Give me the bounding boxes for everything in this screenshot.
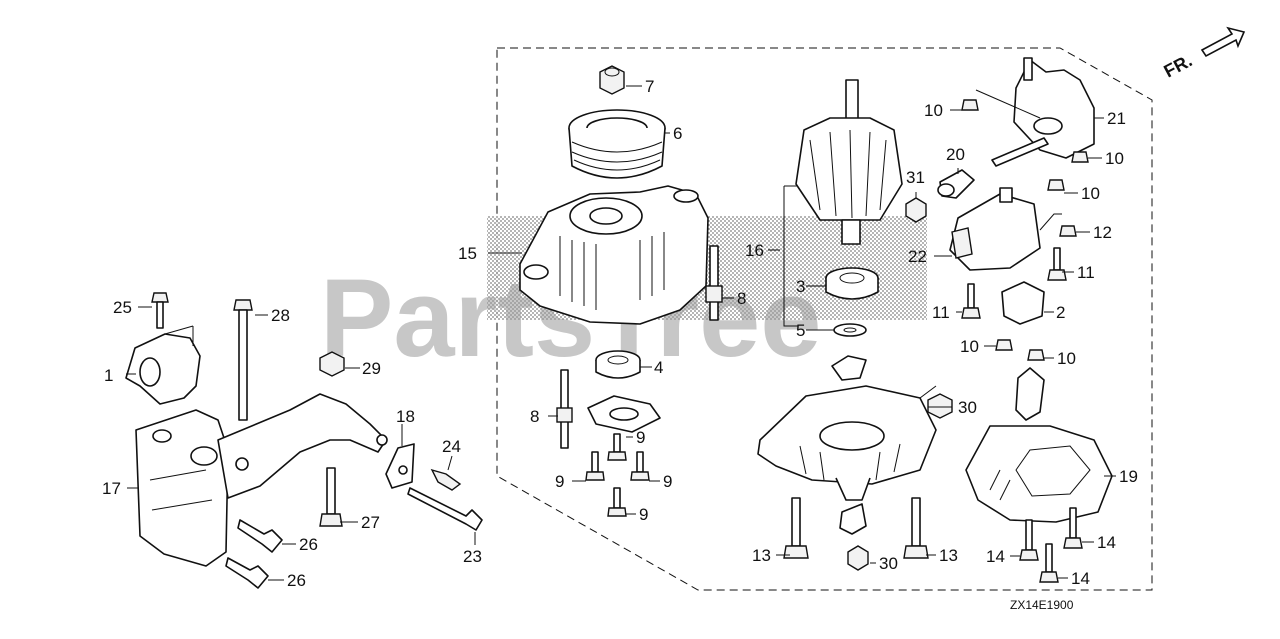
callout-10-c: 10 [1081, 184, 1100, 203]
part-3-bearing [825, 267, 879, 300]
callout-7: 7 [645, 77, 654, 96]
part-17-arm [217, 393, 388, 499]
part-rear-housing [757, 385, 937, 501]
part-21-brush-holder [991, 57, 1095, 167]
callout-26-b: 26 [287, 571, 306, 590]
callout-24: 24 [442, 437, 461, 456]
part-11-12-screws [961, 225, 1077, 319]
part-2-terminal [1001, 281, 1045, 325]
part-23-bolt [407, 487, 483, 531]
part-6-pulley [568, 109, 666, 179]
callout-10-d: 10 [960, 337, 979, 356]
part-30-nut-lower [847, 545, 869, 571]
part-13-bolts [783, 497, 929, 559]
front-direction-label: FR. [1160, 50, 1195, 81]
callout-15: 15 [458, 244, 477, 263]
callout-10-a: 10 [924, 101, 943, 120]
callout-20: 20 [946, 145, 965, 164]
callout-25: 25 [113, 298, 132, 317]
callout-19: 19 [1119, 467, 1138, 486]
callout-11-a: 11 [1077, 263, 1095, 282]
callout-9-c: 9 [663, 472, 672, 491]
assembly-boundary [496, 47, 1153, 591]
callout-16: 16 [745, 241, 764, 260]
callout-10-e: 10 [1057, 349, 1076, 368]
callout-9-b: 9 [555, 472, 564, 491]
callout-3: 3 [796, 277, 805, 296]
callout-6: 6 [673, 124, 682, 143]
front-arrow-icon [1200, 26, 1246, 58]
part-26-bolt-a [237, 519, 283, 553]
part-5-spacer [833, 323, 867, 337]
callout-22: 22 [908, 247, 927, 266]
part-30-nut-upper [927, 393, 953, 419]
part-bearing-retainer [587, 395, 661, 433]
callout-14-b: 14 [1097, 533, 1116, 552]
part-4-bearing [595, 350, 641, 379]
part-mount-tab [1015, 367, 1045, 421]
callout-1: 1 [104, 366, 113, 385]
callout-28: 28 [271, 306, 290, 325]
part-24-bolt [430, 468, 462, 491]
callout-8-upper: 8 [737, 289, 746, 308]
callout-17: 17 [102, 479, 121, 498]
callout-21: 21 [1107, 109, 1126, 128]
leader-lines [126, 85, 1116, 581]
part-20-bushing [937, 169, 975, 199]
callout-9-a: 9 [636, 428, 645, 447]
part-8-stud-upper [705, 245, 723, 321]
callout-2: 2 [1056, 303, 1065, 322]
part-10-screws [961, 99, 1089, 361]
part-9-screws [585, 433, 650, 517]
part-31-nut [905, 197, 927, 223]
callout-labels: 1 2 3 4 5 6 7 8 8 9 9 9 9 10 10 10 10 10… [102, 77, 1138, 590]
callout-13-a: 13 [752, 546, 771, 565]
callout-11-b: 11 [932, 303, 950, 322]
part-1-stay [125, 325, 201, 405]
part-28-bolt [233, 299, 253, 421]
part-14-bolts [1019, 507, 1083, 583]
part-clip [831, 355, 867, 381]
part-bracket-small [839, 503, 867, 535]
part-29-nut [319, 351, 345, 377]
callout-12: 12 [1093, 223, 1112, 242]
part-16-rotor [795, 79, 903, 245]
part-19-rear-cover [965, 425, 1113, 523]
part-7-nut [599, 65, 625, 95]
callout-13-b: 13 [939, 546, 958, 565]
part-22-regulator [949, 187, 1041, 271]
callout-29: 29 [362, 359, 381, 378]
callout-30-b: 30 [879, 554, 898, 573]
part-8-stud-lower [556, 369, 573, 449]
callout-14-c: 14 [1071, 569, 1090, 588]
part-26-bolt-b [225, 557, 269, 589]
callout-8-lower: 8 [530, 407, 539, 426]
callout-4: 4 [654, 358, 663, 377]
diagram-code: ZX14E1900 [1010, 598, 1074, 612]
callout-30-a: 30 [958, 398, 977, 417]
part-25-bolt [151, 292, 169, 329]
callout-5: 5 [796, 321, 805, 340]
callout-31: 31 [906, 168, 925, 187]
callout-10-b: 10 [1105, 149, 1124, 168]
part-27-bolt [319, 467, 343, 527]
callout-9-d: 9 [639, 505, 648, 524]
callout-26-a: 26 [299, 535, 318, 554]
callout-27: 27 [361, 513, 380, 532]
part-15-alternator-body [519, 185, 709, 325]
part-18-clamp [385, 443, 415, 489]
callout-18: 18 [396, 407, 415, 426]
callout-14-a: 14 [986, 547, 1005, 566]
part-17-mount-bracket [135, 409, 229, 567]
callout-23: 23 [463, 547, 482, 566]
front-direction-indicator: FR. [1160, 26, 1246, 82]
